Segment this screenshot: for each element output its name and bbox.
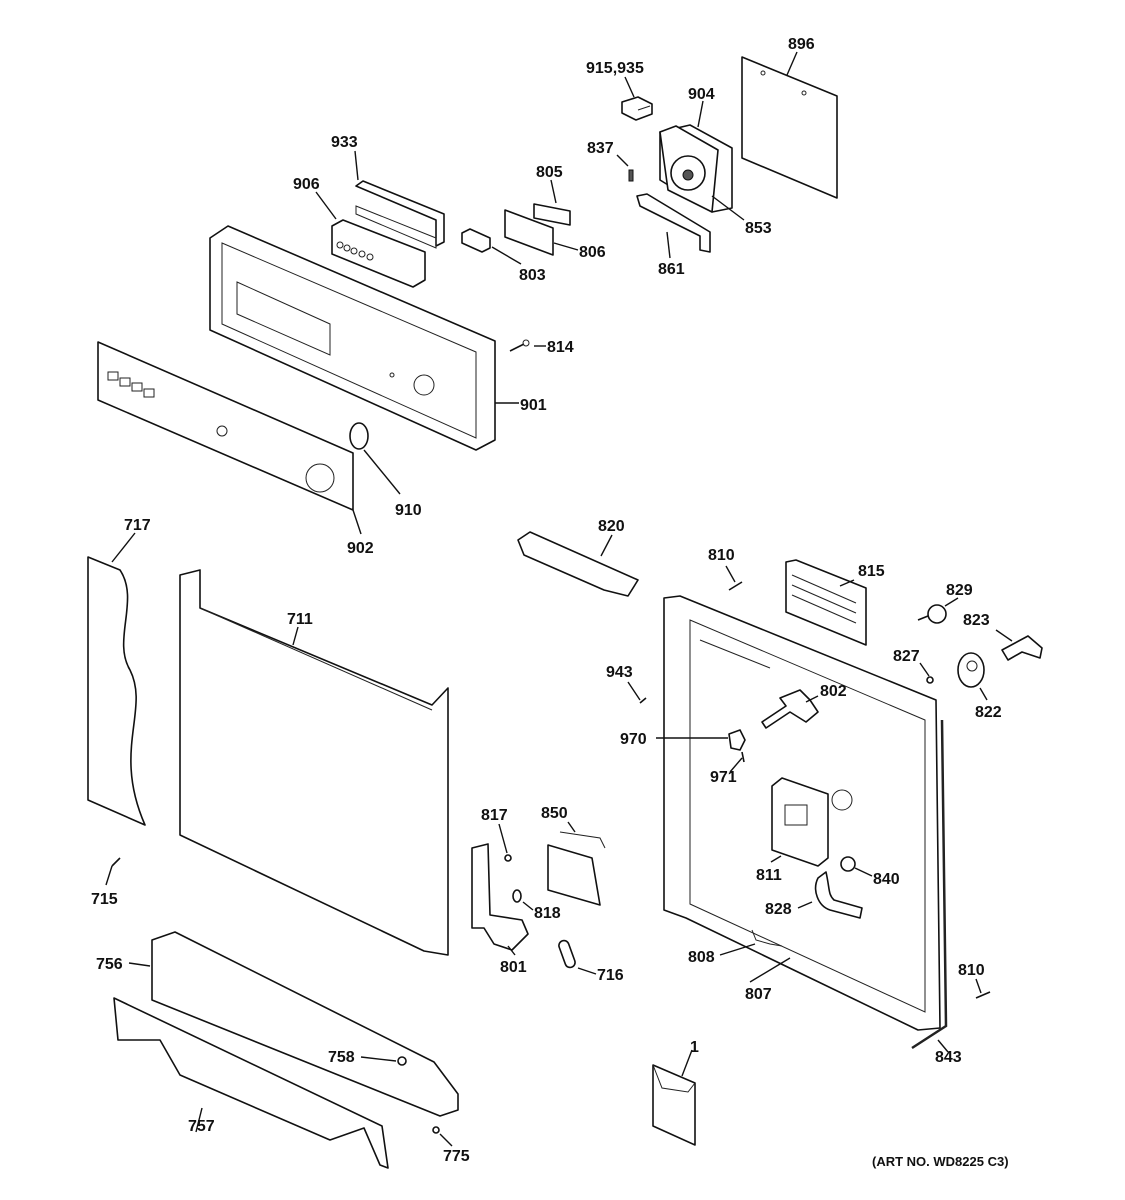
part-811-detergent-dispenser: 811 (756, 777, 853, 884)
label-906: 906 (293, 176, 320, 193)
label-803: 803 (519, 267, 546, 284)
label-810-top: 810 (708, 547, 735, 564)
part-837-spring: 837 (587, 140, 634, 182)
label-806: 806 (579, 244, 606, 261)
label-716: 716 (597, 967, 624, 984)
label-943: 943 (606, 664, 633, 681)
label-817: 817 (481, 807, 508, 824)
part-970-bumper: 970 (620, 729, 746, 751)
part-822-dispenser-cap: 822 (957, 652, 1002, 721)
part-971-screw: 971 (710, 751, 745, 786)
label-822: 822 (975, 704, 1002, 721)
label-901: 901 (520, 397, 547, 414)
part-843-door-gasket: 843 (911, 719, 962, 1066)
label-828: 828 (765, 901, 792, 918)
part-896-cover-plate: 896 (741, 36, 838, 199)
label-808: 808 (688, 949, 715, 966)
label-829: 829 (946, 582, 973, 599)
part-775-screw: 775 (432, 1126, 470, 1165)
part-910-knob: 910 (349, 422, 422, 519)
label-756: 756 (96, 956, 123, 973)
art-number: (ART NO. WD8225 C3) (872, 1154, 1009, 1169)
part-902-control-panel-overlay: 902 (97, 341, 374, 557)
part-823-rinse-aid-cap: 823 (963, 612, 1043, 661)
part-901-control-panel: 901 (209, 225, 547, 451)
label-758: 758 (328, 1049, 355, 1066)
label-843: 843 (935, 1049, 962, 1066)
label-853: 853 (745, 220, 772, 237)
label-861: 861 (658, 261, 685, 278)
part-815-vent-grille: 815 (785, 559, 885, 646)
part-803-resistor: 803 (461, 228, 546, 284)
label-757: 757 (188, 1118, 215, 1135)
label-896: 896 (788, 36, 815, 53)
label-715: 715 (91, 891, 118, 908)
part-805-bracket: 805 (533, 164, 571, 226)
part-828-lever: 828 (765, 871, 863, 919)
part-820-vent-baffle: 820 (517, 518, 639, 597)
label-915-935: 915,935 (586, 60, 644, 77)
label-970: 970 (620, 731, 647, 748)
part-802-latch: 802 (761, 683, 847, 729)
part-904-timer-bracket: 904 (659, 86, 733, 213)
label-820: 820 (598, 518, 625, 535)
part-853-timer: 853 (711, 195, 772, 237)
label-814: 814 (547, 339, 574, 356)
part-906-push-button-switch: 906 (293, 176, 426, 288)
label-811: 811 (756, 867, 782, 884)
part-756-toe-kick: 756 (96, 931, 459, 1117)
part-818-bolt: 818 (512, 889, 561, 922)
label-775: 775 (443, 1148, 470, 1165)
part-943-screw: 943 (606, 664, 647, 704)
label-807: 807 (745, 986, 772, 1003)
label-933: 933 (331, 134, 358, 151)
part-801-hinge: 801 (471, 843, 529, 976)
part-840-rinse-agent-cap: 840 (840, 856, 900, 888)
part-1-literature-packet: 1 (652, 1039, 699, 1146)
part-814-screw: 814 (509, 339, 574, 356)
part-810-screw-bottom: 810 (958, 962, 991, 999)
part-829-cap: 829 (917, 582, 973, 624)
part-861-actuator-arm: 861 (636, 193, 711, 278)
label-971: 971 (710, 769, 737, 786)
part-715-screw: 715 (91, 857, 121, 908)
label-801: 801 (500, 959, 527, 976)
label-904: 904 (688, 86, 715, 103)
part-810-screw-top: 810 (708, 547, 743, 591)
part-817-nut: 817 (481, 807, 512, 862)
label-818: 818 (534, 905, 561, 922)
label-850: 850 (541, 805, 568, 822)
part-758-clip: 758 (328, 1049, 407, 1066)
part-717-side-trim: 717 (87, 517, 151, 826)
part-716-hinge-link: 716 (558, 939, 624, 984)
label-1: 1 (690, 1039, 699, 1056)
part-933-switch-cover: 933 (331, 134, 445, 249)
label-810-bottom: 810 (958, 962, 985, 979)
part-827-screw: 827 (893, 648, 934, 684)
part-806-circuit-board: 806 (504, 209, 606, 261)
part-850-hinge-cover: 850 (541, 805, 606, 906)
label-910: 910 (395, 502, 422, 519)
label-827: 827 (893, 648, 920, 665)
part-915-935-connector: 915,935 (586, 60, 653, 121)
label-711: 711 (287, 611, 313, 628)
label-837: 837 (587, 140, 614, 157)
part-711-outer-door-panel: 711 (179, 569, 449, 956)
label-805: 805 (536, 164, 563, 181)
part-808-wire: 808 (688, 929, 783, 966)
label-840: 840 (873, 871, 900, 888)
part-757-access-panel: 757 (113, 997, 389, 1169)
label-717: 717 (124, 517, 151, 534)
label-823: 823 (963, 612, 990, 629)
label-815: 815 (858, 563, 885, 580)
label-802: 802 (820, 683, 847, 700)
label-902: 902 (347, 540, 374, 557)
